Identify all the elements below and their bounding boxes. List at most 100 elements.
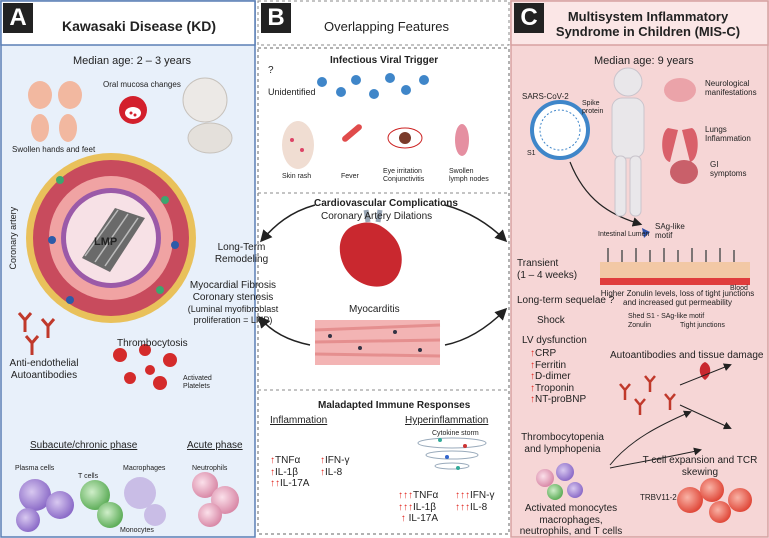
subacute-phase-label: Subacute/chronic phase <box>30 440 138 451</box>
marker-item: NT-proBNP <box>535 394 587 405</box>
markers-list: ↑CRP ↑Ferritin ↑D-dimer ↑Troponin ↑NT-pr… <box>530 348 587 405</box>
myocarditis-label: Myocarditis <box>349 304 400 315</box>
inflam-item: IL-8 <box>325 466 343 478</box>
immune-cells-c <box>536 463 752 523</box>
proliferation-label: proliferation = LMP) <box>193 315 273 325</box>
legend-tight: Tight junctions <box>680 322 725 329</box>
viral-trigger-title: Infectious Viral Trigger <box>330 55 439 66</box>
panel-c-median-age: Median age: 9 years <box>594 55 694 67</box>
trbv-label: TRBV11-2 <box>640 493 677 502</box>
immune-title: Maladapted Immune Responses <box>318 400 471 411</box>
cardio-title: Cardiovascular Complications <box>314 198 458 209</box>
panel-a-median-age: Median age: 2 – 3 years <box>73 55 192 67</box>
anti-endothelial-label: Anti-endothelial Autoantibodies <box>9 358 79 381</box>
panel-c-header <box>510 0 769 46</box>
spike-label: Spike protein <box>582 100 604 116</box>
tcell-label: T cell expansion and TCR skewing <box>642 455 758 478</box>
symptom-icons <box>282 121 469 169</box>
arrow-cells-to-tcell <box>609 447 702 469</box>
blood-label: Blood <box>730 285 748 292</box>
s1-label: S1 <box>527 150 536 157</box>
unidentified-label: Unidentified <box>268 87 316 97</box>
oral-mucosa-icon <box>119 96 147 124</box>
inflam-item: IL-17A <box>280 478 310 489</box>
myocardial-fibrosis-label: Myocardial Fibrosis <box>189 280 277 291</box>
neutrophils-label: Neutrophils <box>192 465 228 472</box>
legend-shed: Shed S1 - SAg-like motif <box>628 313 705 320</box>
marker-item: CRP <box>535 348 557 359</box>
arrow-antibody-brain <box>679 363 732 386</box>
arrow-to-fibrosis <box>258 315 311 346</box>
cytokine-storm-label: Cytokine storm <box>432 430 479 437</box>
arrow-to-remodeling <box>260 204 316 243</box>
lymph-label: Swollen lymph nodes <box>449 168 489 184</box>
baby-icon <box>182 77 233 154</box>
arrow-to-sequelae <box>444 307 508 346</box>
inflam-item: IFN-γ <box>325 455 350 466</box>
coronary-artery-label: Coronary artery <box>8 206 19 270</box>
activated-platelets-label: Activated Platelets <box>183 375 212 391</box>
marker-item: D-dimer <box>535 371 571 382</box>
panel-c-letter: C <box>514 3 544 33</box>
neuro-label: Neurological manifestations <box>705 79 757 98</box>
inflam-list-2: ↑IFN-γ ↑IL-8 <box>320 455 350 478</box>
sars-cov-2-icon <box>530 100 590 160</box>
myocarditis-icon <box>314 320 441 365</box>
hyper-list-2: ↑↑↑IFN-γ ↑↑↑IL-8 <box>455 490 495 513</box>
arrow-antibody-gut <box>679 404 732 430</box>
sag-motif-label: SAg-like motif <box>655 222 685 241</box>
macrophages-label: Macrophages <box>123 465 166 472</box>
antibodies-c-icon <box>619 375 676 415</box>
transient-weeks-label: (1 – 4 weeks) <box>517 270 578 281</box>
monocytes-label: Monocytes <box>120 527 154 534</box>
heart-icon <box>339 209 402 287</box>
inflam-item: TNFα <box>275 455 301 466</box>
inflam-item: IL-1β <box>275 466 298 478</box>
luminal-label: (Luminal myofibroblast <box>187 304 279 314</box>
oral-mucosa-label: Oral mucosa changes <box>103 80 181 89</box>
intestinal-lumen-label: Intestinal Lumen <box>598 231 650 238</box>
arrow-virus-to-gut <box>569 161 643 227</box>
coronary-dilations-label: Coronary Artery Dilations <box>321 211 433 222</box>
inflam-list: ↑TNFα ↑IL-1β ↑↑IL-17A <box>270 455 310 489</box>
shock-label: Shock <box>537 315 565 326</box>
swollen-hands-label: Swollen hands and feet <box>12 145 96 154</box>
legend-zonulin: Zonulin <box>628 322 651 329</box>
coronary-stenosis-label: Coronary stenosis <box>192 292 274 303</box>
fever-label: Fever <box>341 173 359 180</box>
acute-phase-label: Acute phase <box>187 440 243 451</box>
cytokine-storm-icon <box>417 437 487 470</box>
hyper-item: IL-17A <box>408 513 439 524</box>
gut-barrier-icon <box>600 228 750 285</box>
hyperinflammation-label: Hyperinflammation <box>405 415 489 426</box>
hyper-item: IFN-γ <box>470 490 495 501</box>
arrow-to-transient <box>444 204 508 243</box>
heart-small-icon <box>699 362 711 380</box>
gi-label: GI symptoms <box>710 160 747 179</box>
thrombocytopenia-label: Thrombocytopenia and lymphopenia <box>521 432 604 455</box>
panel-b-header <box>257 0 510 46</box>
activated-monocytes-label: Activated monocytes macrophages, neutrop… <box>519 503 623 537</box>
t-cells-label: T cells <box>78 473 99 480</box>
thrombocytosis-label: Thrombocytosis <box>117 338 188 349</box>
panel-b-title: Overlapping Features <box>324 19 450 34</box>
child-icon <box>611 67 645 217</box>
autoantibodies-icon <box>17 312 56 355</box>
hyper-list: ↑↑↑TNFα ↑↑↑IL-1β ↑ IL-17A <box>398 490 439 524</box>
lungs-label: Lungs Inflammation <box>705 125 751 144</box>
autoantibodies-label: Autoantibodies and tissue damage <box>610 350 764 361</box>
marker-item: Troponin <box>535 382 575 394</box>
hyper-item: TNFα <box>413 490 439 501</box>
coronary-artery-icon <box>26 153 196 323</box>
activated-platelets-icon <box>113 344 177 390</box>
panel-b-letter: B <box>261 3 291 33</box>
panel-c-title: Multisystem Inflammatory Syndrome in Chi… <box>555 9 741 39</box>
panel-a-letter: A <box>3 3 33 33</box>
swollen-hands-icon <box>28 81 82 142</box>
question-mark: ? <box>268 65 274 76</box>
hyper-item: IL-8 <box>470 501 488 513</box>
marker-item: Ferritin <box>535 359 567 371</box>
skin-rash-label: Skin rash <box>282 173 312 180</box>
